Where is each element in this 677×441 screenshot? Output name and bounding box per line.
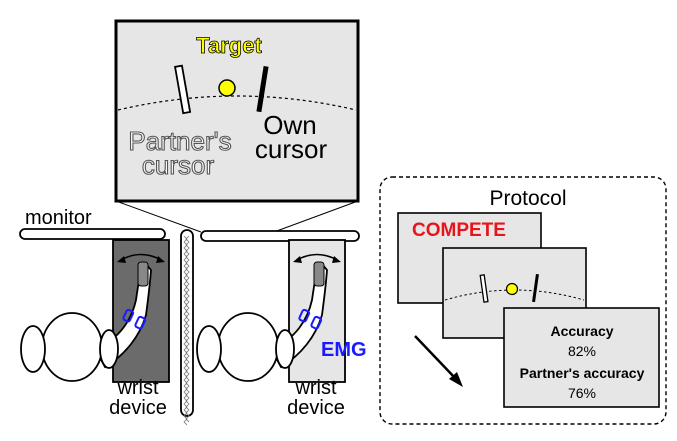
left-device-label-line1: wrist — [116, 377, 159, 399]
task-target-dot — [505, 282, 519, 296]
target-label: Target — [196, 33, 262, 58]
accuracy-label: Accuracy — [550, 323, 613, 339]
arc-path — [117, 95, 357, 111]
zoom-panel: Target Partner's cursor Own cursor — [114, 19, 360, 203]
accuracy-value: 82% — [568, 343, 596, 359]
target-dot — [218, 79, 236, 97]
right-head — [217, 312, 279, 382]
compete-label: COMPETE — [412, 220, 506, 241]
right-monitor — [200, 230, 360, 242]
partner-accuracy-label: Partner's accuracy — [520, 365, 645, 381]
partner-cursor-label-line1: Partner's — [128, 126, 231, 156]
sequence-arrow — [414, 335, 457, 380]
protocol-screen-results — [503, 307, 660, 408]
own-cursor-label-line1: Own — [263, 110, 316, 140]
partner-cursor-bar — [174, 64, 192, 115]
protocol-panel: Protocol COMPETE Accuracy 82% Partner's … — [379, 176, 667, 425]
left-emg-electrode-1 — [122, 308, 135, 323]
partner-accuracy-value: 76% — [568, 385, 596, 401]
right-device-label-line2: device — [287, 397, 345, 419]
right-emg-electrode-1 — [298, 308, 311, 323]
task-own-cursor — [532, 273, 539, 303]
left-emg-electrode-2 — [134, 315, 147, 330]
left-device-label-line2: device — [109, 397, 167, 419]
left-head — [41, 312, 103, 382]
partner-cursor-label-line2: cursor — [142, 150, 215, 180]
protocol-title: Protocol — [489, 187, 566, 210]
left-participant: wrist device — [20, 239, 170, 419]
right-device-label-line1: wrist — [294, 377, 337, 399]
emg-label: EMG — [321, 339, 367, 361]
task-partner-cursor — [479, 274, 489, 303]
own-cursor-bar — [256, 65, 269, 113]
right-participant: EMG wrist device — [196, 239, 367, 419]
right-emg-electrode-2 — [310, 315, 323, 330]
own-cursor-label-line2: cursor — [255, 134, 328, 164]
monitor-label: monitor — [25, 207, 92, 229]
left-monitor — [19, 228, 166, 240]
divider — [180, 229, 194, 426]
